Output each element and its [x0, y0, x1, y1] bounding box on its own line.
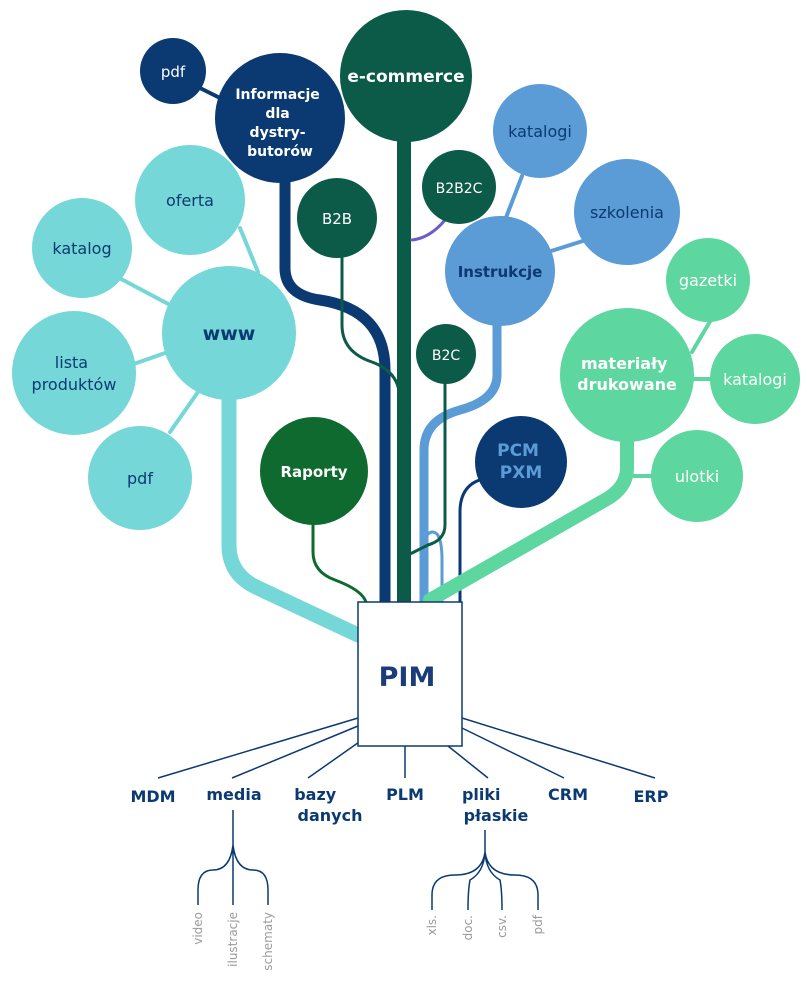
ulotki-node: [651, 430, 743, 522]
source-crm: CRM: [548, 785, 588, 804]
source-bazy-line-1: bazy: [294, 785, 337, 804]
materialy-katalogi-label: katalogi: [723, 370, 787, 389]
instrukcje-szkolenia-link: [546, 238, 588, 254]
instrukcje-node: [445, 216, 555, 326]
b2c-node: [416, 324, 476, 384]
www-pdf-link: [168, 390, 200, 434]
materialy-line-2: drukowane: [577, 375, 677, 394]
informacje-line-3: dystry-: [250, 125, 306, 141]
ulotki-label: ulotki: [675, 467, 719, 486]
source-media: media: [206, 785, 261, 804]
pliki-item-doc: doc.: [461, 915, 475, 940]
root-bazy: [307, 739, 363, 779]
pcm-node: [475, 416, 567, 508]
b2b2c-node: [422, 150, 496, 224]
nodes: e-commerce Informacje dla dystry- butoró…: [12, 10, 800, 530]
media-item-video: video: [191, 912, 205, 945]
www-oferta-node: [135, 145, 245, 255]
source-mdm: MDM: [130, 787, 175, 806]
instrukcje-katalogi-node: [493, 84, 587, 178]
pcm-line-1: PCM: [497, 441, 539, 461]
source-labels: MDM media bazy danych PLM pliki płaskie …: [130, 785, 668, 825]
www-node: [162, 266, 296, 400]
b2c-branch: [406, 381, 447, 557]
b2b2c-link: [410, 218, 447, 242]
media-item-schematy: schematy: [261, 912, 275, 971]
materialy-trunk: [423, 405, 634, 607]
informacje-label: Informacje dla dystry- butorów: [235, 87, 324, 160]
www-lista-line-1: lista: [55, 353, 88, 372]
media-item-labels: video ilustracje schematy: [191, 912, 275, 971]
materialy-node: [560, 308, 694, 442]
pim-box: [357, 601, 463, 747]
source-pliki-line-1: pliki: [462, 785, 501, 804]
pliki-item-pdf: pdf: [531, 914, 545, 934]
source-pliki: pliki płaskie: [462, 785, 529, 825]
instrukcje-label: Instrukcje: [458, 263, 543, 281]
pim-label: PIM: [379, 662, 436, 693]
pcm-line-2: PXM: [500, 463, 542, 483]
root-crm: [461, 727, 565, 779]
pcm-label: PCM PXM: [497, 441, 545, 483]
www-trunk: [221, 372, 366, 643]
b2b-label: B2B: [322, 210, 352, 228]
www-pdf-label: pdf: [127, 469, 153, 488]
raporty-branch: [311, 508, 368, 604]
ecommerce-label: e-commerce: [347, 67, 464, 87]
source-bazy: bazy danych: [294, 785, 362, 825]
www-lista-line-2: produktów: [32, 375, 117, 394]
gazetki-node: [666, 238, 750, 322]
www-label: www: [203, 323, 256, 345]
root-pliki: [447, 745, 489, 779]
szkolenia-node: [574, 159, 680, 265]
instrukcje-trunk: [419, 313, 502, 607]
media-subroots: [197, 810, 269, 905]
materialy-katalogi-node: [710, 334, 800, 424]
gazetki-label: gazetki: [679, 271, 737, 290]
www-lista-node: [12, 311, 136, 435]
ecommerce-node: [340, 10, 472, 142]
materialy-gazetki-link: [690, 316, 714, 354]
www-oferta-link: [238, 226, 260, 274]
informacje-pdf-node: [140, 38, 206, 104]
pliki-item-labels: xls. doc. csv. pdf: [425, 914, 545, 940]
informacje-trunk: [279, 159, 391, 608]
informacje-pdf-label: pdf: [161, 63, 186, 81]
www-katalog-label: katalog: [52, 239, 111, 258]
szkolenia-label: szkolenia: [590, 203, 664, 222]
informacje-line-2: dla: [265, 106, 289, 122]
www-katalog-node: [32, 198, 132, 298]
instrukcje-katalogi-label: katalogi: [508, 122, 572, 141]
informacje-line-1: Informacje: [235, 87, 319, 103]
raporty-label: Raporty: [280, 463, 347, 481]
media-item-ilustracje: ilustracje: [226, 912, 240, 967]
pliki-subroots: [431, 830, 539, 911]
source-erp: ERP: [634, 787, 669, 806]
b2b2c-label: B2B2C: [436, 181, 483, 197]
raporty-node: [260, 417, 368, 525]
informacje-node: [215, 53, 345, 183]
b2c-label: B2C: [432, 348, 461, 364]
source-pliki-line-2: płaskie: [464, 806, 529, 825]
source-bazy-line-2: danych: [298, 806, 363, 825]
b2b-node: [297, 178, 377, 258]
www-lista-label: lista produktów: [32, 353, 117, 394]
www-pdf-node: [88, 426, 192, 530]
pliki-item-xls: xls.: [425, 915, 439, 936]
www-oferta-label: oferta: [166, 191, 214, 210]
pliki-item-csv: csv.: [495, 915, 509, 938]
root-mdm: [157, 717, 359, 779]
connectors: [106, 86, 714, 643]
source-plm: PLM: [386, 785, 424, 804]
informacje-line-4: butorów: [247, 144, 313, 160]
materialy-line-1: materiały: [581, 354, 668, 373]
instrukcje-loop: [422, 530, 444, 604]
root-erp: [461, 717, 656, 779]
root-media: [231, 725, 359, 779]
roots: [157, 717, 656, 911]
materialy-label: materiały drukowane: [577, 354, 677, 394]
